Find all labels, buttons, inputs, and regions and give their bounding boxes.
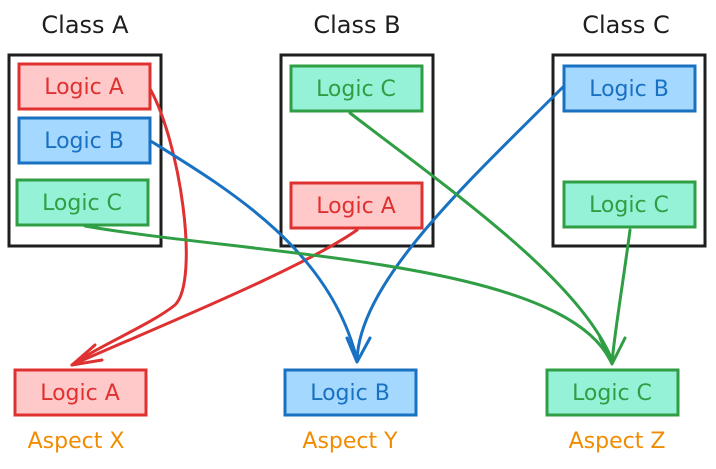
class-a-logic-c-box (15, 178, 150, 227)
class-b-logic-a-label: Logic A (316, 194, 396, 219)
class-c-logic-c-box (562, 180, 697, 229)
class-b-logic-c-box (289, 64, 424, 113)
class-c-logic-b-label: Logic B (589, 77, 669, 102)
aspect-y-label: Aspect Y (302, 429, 398, 454)
arrow-class-a-logic-a-to-aspect-x (70, 85, 188, 367)
aspect-z-logic-box (545, 368, 680, 417)
arrowhead-aspect-z (598, 336, 627, 366)
class-a-logic-a-label: Logic A (44, 75, 124, 100)
class-a-box (7, 53, 163, 248)
class-b-logic-a-box (289, 181, 424, 230)
class-a-title: Class A (41, 11, 129, 39)
arrow-class-c-logic-c-to-aspect-z (610, 228, 632, 364)
class-a-logic-b-label: Logic B (44, 129, 124, 154)
class-b-logic-c-label: Logic C (316, 77, 396, 102)
class-a-logic-b-box (17, 116, 152, 165)
arrowhead-aspect-y (345, 336, 372, 364)
aspect-y-logic-box (283, 368, 418, 417)
class-c-title: Class C (582, 11, 670, 39)
arrows (70, 83, 632, 367)
aspect-z-logic-label: Logic C (572, 381, 652, 406)
class-c-logic-b-box (562, 64, 697, 113)
aspect-y-logic-label: Logic B (310, 381, 390, 406)
aspect-z-label: Aspect Z (569, 429, 666, 454)
class-b-title: Class B (313, 11, 400, 39)
arrowhead-aspect-x (70, 343, 104, 367)
arrow-class-a-logic-c-to-aspect-z (83, 224, 612, 362)
arrow-class-b-logic-a-to-aspect-x (70, 228, 359, 367)
arrow-class-b-logic-c-to-aspect-z (348, 111, 614, 362)
aspect-x-label: Aspect X (28, 429, 125, 454)
class-b-box (279, 53, 435, 248)
aspect-x-logic-label: Logic A (40, 381, 120, 406)
class-a-logic-c-label: Logic C (42, 191, 122, 216)
class-c-logic-c-label: Logic C (589, 193, 669, 218)
arrow-class-c-logic-b-to-aspect-y (355, 83, 567, 362)
arrow-class-a-logic-b-to-aspect-y (147, 138, 359, 362)
class-a-logic-a-box (17, 62, 152, 111)
aspect-x-logic-box (13, 368, 148, 417)
